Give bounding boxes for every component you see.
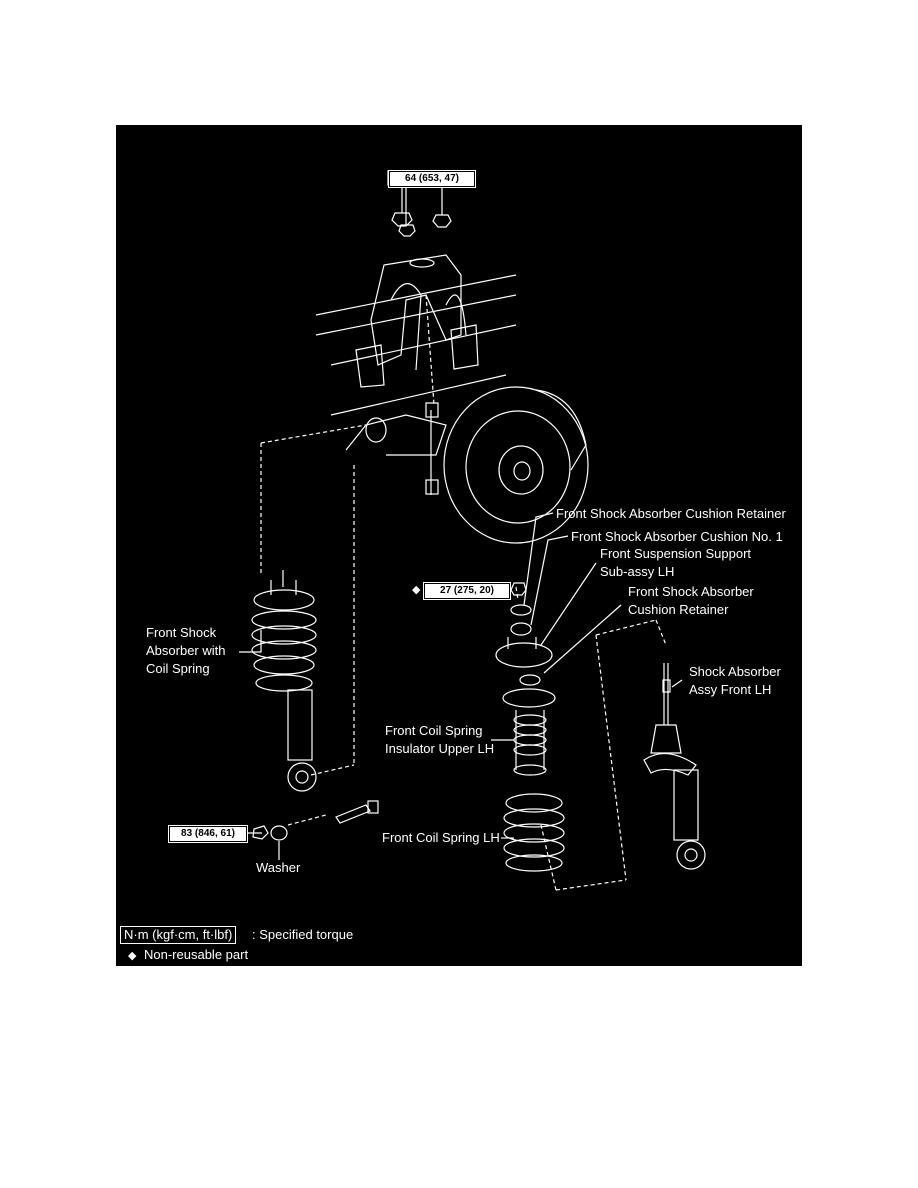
lower-hardware-art bbox=[244, 800, 379, 860]
label-washer: Washer bbox=[256, 860, 301, 875]
knuckle-disc bbox=[345, 386, 589, 544]
torque-lower-bolt: 83 (846, 61) bbox=[168, 825, 248, 843]
label-support-sub-assy: Front Suspension Support Sub-assy LH bbox=[600, 546, 752, 579]
guide-lines bbox=[260, 294, 667, 891]
upper-nuts bbox=[391, 212, 452, 237]
callout-leaders bbox=[239, 512, 683, 839]
legend-diamond-icon: ◆ bbox=[128, 950, 137, 962]
label-coil-spring: Front Coil Spring LH bbox=[382, 830, 500, 845]
legend-nonreusable-text: Non-reusable part bbox=[144, 947, 249, 962]
nonreusable-diamond-icon: ◆ bbox=[412, 584, 421, 596]
label-cushion-retainer-lower: Front Shock Absorber Cushion Retainer bbox=[628, 584, 754, 617]
label-cushion-retainer-top: Front Shock Absorber Cushion Retainer bbox=[556, 506, 786, 521]
label-cushion-no1: Front Shock Absorber Cushion No. 1 bbox=[571, 529, 783, 544]
legend-torque-text: : Specified torque bbox=[252, 927, 354, 942]
label-spring-insulator: Front Coil Spring Insulator Upper LH bbox=[385, 723, 495, 756]
torque-support-nut: 27 (275, 20) bbox=[423, 582, 511, 600]
label-shock-assy: Shock Absorber Assy Front LH bbox=[689, 664, 781, 697]
exploded-view-diagram: 64 (653, 47) ◆ 27 (275, 20) 83 (846, 61)… bbox=[116, 125, 802, 966]
shock-with-spring-art bbox=[251, 570, 317, 792]
label-shock-with-spring: Front Shock Absorber with Coil Spring bbox=[146, 625, 226, 676]
legend-torque-unit: N·m (kgf·cm, ft·lbf) bbox=[120, 926, 237, 944]
frame-bracket bbox=[315, 254, 517, 416]
diagram-artwork bbox=[239, 170, 706, 891]
shock-assy-art bbox=[643, 663, 706, 870]
torque-upper-nuts: 64 (653, 47) bbox=[388, 170, 476, 188]
upper-torque-leaders bbox=[401, 185, 443, 225]
